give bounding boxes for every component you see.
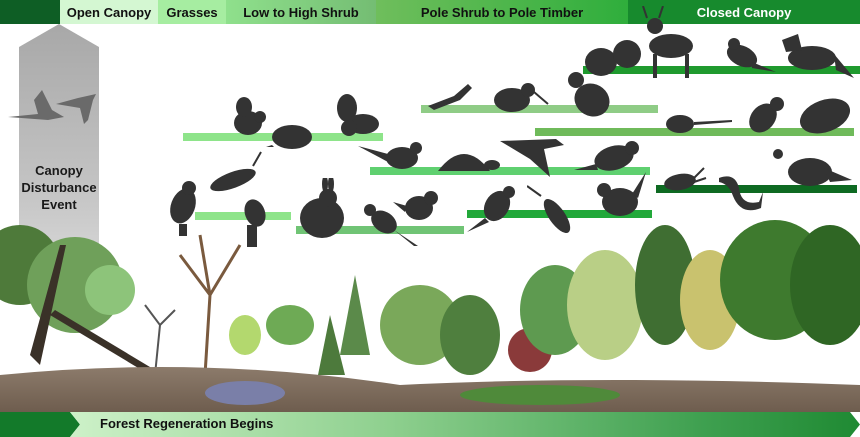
vole-icon <box>266 125 312 149</box>
towhee-icon <box>358 142 422 169</box>
timeline-start-arrow <box>0 412 80 437</box>
bumblebee-icon <box>234 97 266 135</box>
disturbance-label: Canopy Disturbance Event <box>21 163 97 212</box>
forest-regeneration-timeline: Forest Regeneration Begins <box>0 412 860 437</box>
box-turtle-icon <box>438 154 500 171</box>
thrush-icon <box>749 97 784 133</box>
finch-icon <box>574 141 639 171</box>
grouse-icon <box>568 72 610 117</box>
timeline-main-arrow <box>70 412 860 437</box>
meadowlark-icon <box>170 181 196 236</box>
woodcock-icon <box>494 83 549 112</box>
squirrel-icon <box>585 40 641 76</box>
turkey-icon <box>773 149 852 186</box>
habitat-bar-low-high-shrub <box>370 167 650 175</box>
stag-beetle-icon <box>664 167 707 191</box>
bird-icon <box>393 191 438 220</box>
salamander-icon <box>719 176 763 211</box>
praying-mantis-icon <box>428 84 472 110</box>
stink-bug-icon <box>527 185 571 234</box>
habitat-bar-open-canopy <box>195 212 291 220</box>
habitat-bar-closed-canopy <box>583 66 860 74</box>
habitat-bar-pole-timber <box>535 128 854 136</box>
wren-icon <box>597 172 646 216</box>
habitat-bar-high-shrub <box>421 105 658 113</box>
mouse-icon <box>666 115 732 133</box>
stage-closed-canopy: Closed Canopy <box>628 0 860 24</box>
sparrow-icon <box>364 204 418 246</box>
flying-bird-icon <box>500 139 564 177</box>
habitat-bar-closed-floor <box>656 185 857 193</box>
canopy-disturbance-arrow <box>19 24 99 254</box>
blackbird-icon <box>467 186 515 232</box>
stage-open-canopy: Open Canopy <box>60 0 158 24</box>
stage-start <box>0 0 60 24</box>
succession-stage-bar: Open Canopy Grasses Low to High Shrub Po… <box>0 0 860 24</box>
deer-icon <box>642 6 693 78</box>
grasshopper-icon <box>210 151 262 192</box>
flying-birds-icon <box>8 90 96 124</box>
fox-icon <box>782 34 854 78</box>
warbler-icon <box>726 38 776 72</box>
butterfly-icon <box>337 94 379 136</box>
bird-on-post-icon <box>244 199 266 247</box>
stage-pole-shrub-to-pole-timber: Pole Shrub to Pole Timber <box>376 0 628 24</box>
forest-regeneration-label: Forest Regeneration Begins <box>100 416 274 431</box>
stage-low-to-high-shrub: Low to High Shrub <box>226 0 376 24</box>
stage-grasses: Grasses <box>158 0 226 24</box>
forest-regeneration-landscape <box>0 220 860 412</box>
moth-icon <box>799 98 851 134</box>
rabbit-icon <box>300 178 344 238</box>
